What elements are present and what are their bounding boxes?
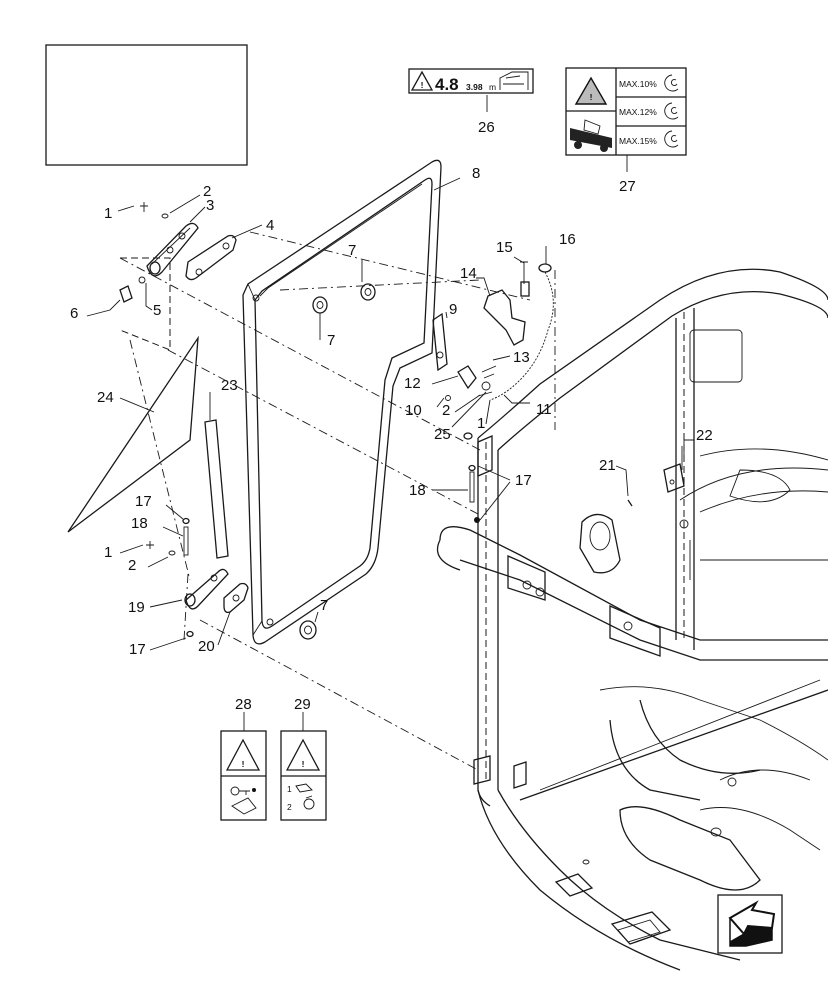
callout-28: 28	[235, 696, 252, 713]
callout-14: 14	[460, 265, 477, 282]
callout-17c: 17	[515, 472, 532, 489]
callout-17b: 17	[129, 641, 146, 658]
callout-1a: 1	[104, 205, 112, 222]
warning-triangle-icon	[410, 70, 434, 91]
callout-21: 21	[599, 457, 616, 474]
callout-15: 15	[496, 239, 513, 256]
callout-18a: 18	[131, 515, 148, 532]
horn-icon	[295, 783, 313, 793]
svg-text:!: !	[302, 759, 305, 769]
warning-triangle-icon	[285, 738, 321, 771]
callout-2b: 2	[128, 557, 136, 574]
callout-7c: 7	[320, 597, 328, 614]
callout-10: 10	[405, 402, 422, 419]
callout-17a: 17	[135, 493, 152, 510]
callout-22: 22	[696, 427, 713, 444]
lower-hinge	[146, 517, 249, 638]
callout-16: 16	[559, 231, 576, 248]
svg-text:!: !	[590, 92, 593, 102]
door-glass-panel	[242, 159, 442, 645]
svg-text:!: !	[242, 759, 245, 769]
cab-frame	[436, 268, 828, 971]
key-icon	[230, 786, 257, 815]
upper-hinge	[119, 202, 237, 303]
warning-triangle-icon	[574, 76, 608, 105]
callout-24: 24	[97, 389, 114, 406]
decal-29: ! 1 2	[280, 730, 327, 821]
decal-26: ! 4.8 3.98 m	[408, 68, 534, 94]
callout-23: 23	[221, 377, 238, 394]
decal26-value-small: 3.98	[466, 82, 483, 92]
callout-18b: 18	[409, 482, 426, 499]
callout-3: 3	[206, 197, 214, 214]
callout-26: 26	[478, 119, 495, 136]
callout-19: 19	[128, 599, 145, 616]
decal-27: ! MAX.10% MAX.12% MAX.15%	[565, 67, 687, 156]
tilt-machine-icon	[570, 119, 612, 152]
callout-1c: 1	[477, 415, 485, 432]
rubber-bumper	[299, 283, 376, 640]
callout-13: 13	[513, 349, 530, 366]
seal-strip	[67, 335, 199, 533]
cab-bracket	[627, 446, 685, 507]
callout-25: 25	[434, 426, 451, 443]
blank-info-box	[45, 44, 248, 166]
decal29-step2: 2	[287, 802, 292, 812]
decal26-value-big: 4.8	[435, 75, 459, 94]
callout-20: 20	[198, 638, 215, 655]
svg-text:!: !	[421, 80, 424, 90]
callout-29: 29	[294, 696, 311, 713]
callout-2a: 2	[203, 183, 211, 200]
callout-6: 6	[70, 305, 78, 322]
door-latch	[432, 261, 554, 440]
callout-9: 9	[449, 301, 457, 318]
gas-strut-strip	[204, 419, 229, 559]
callout-2c: 2	[442, 402, 450, 419]
callout-4: 4	[266, 217, 274, 234]
decal27-max1: MAX.10%	[619, 79, 657, 89]
decal27-max3: MAX.15%	[619, 136, 657, 146]
callout-7a: 7	[348, 242, 356, 259]
decal-28: !	[220, 730, 267, 821]
callout-7b: 7	[327, 332, 335, 349]
decal26-unit: m	[489, 82, 496, 92]
decal29-step1: 1	[287, 784, 292, 794]
direction-arrow-icon	[717, 894, 783, 954]
callout-5: 5	[153, 302, 161, 319]
callout-1b: 1	[104, 544, 112, 561]
callout-12: 12	[404, 375, 421, 392]
warning-triangle-icon	[225, 738, 261, 771]
decal27-max2: MAX.12%	[619, 107, 657, 117]
callout-27: 27	[619, 178, 636, 195]
callout-8: 8	[472, 165, 480, 182]
